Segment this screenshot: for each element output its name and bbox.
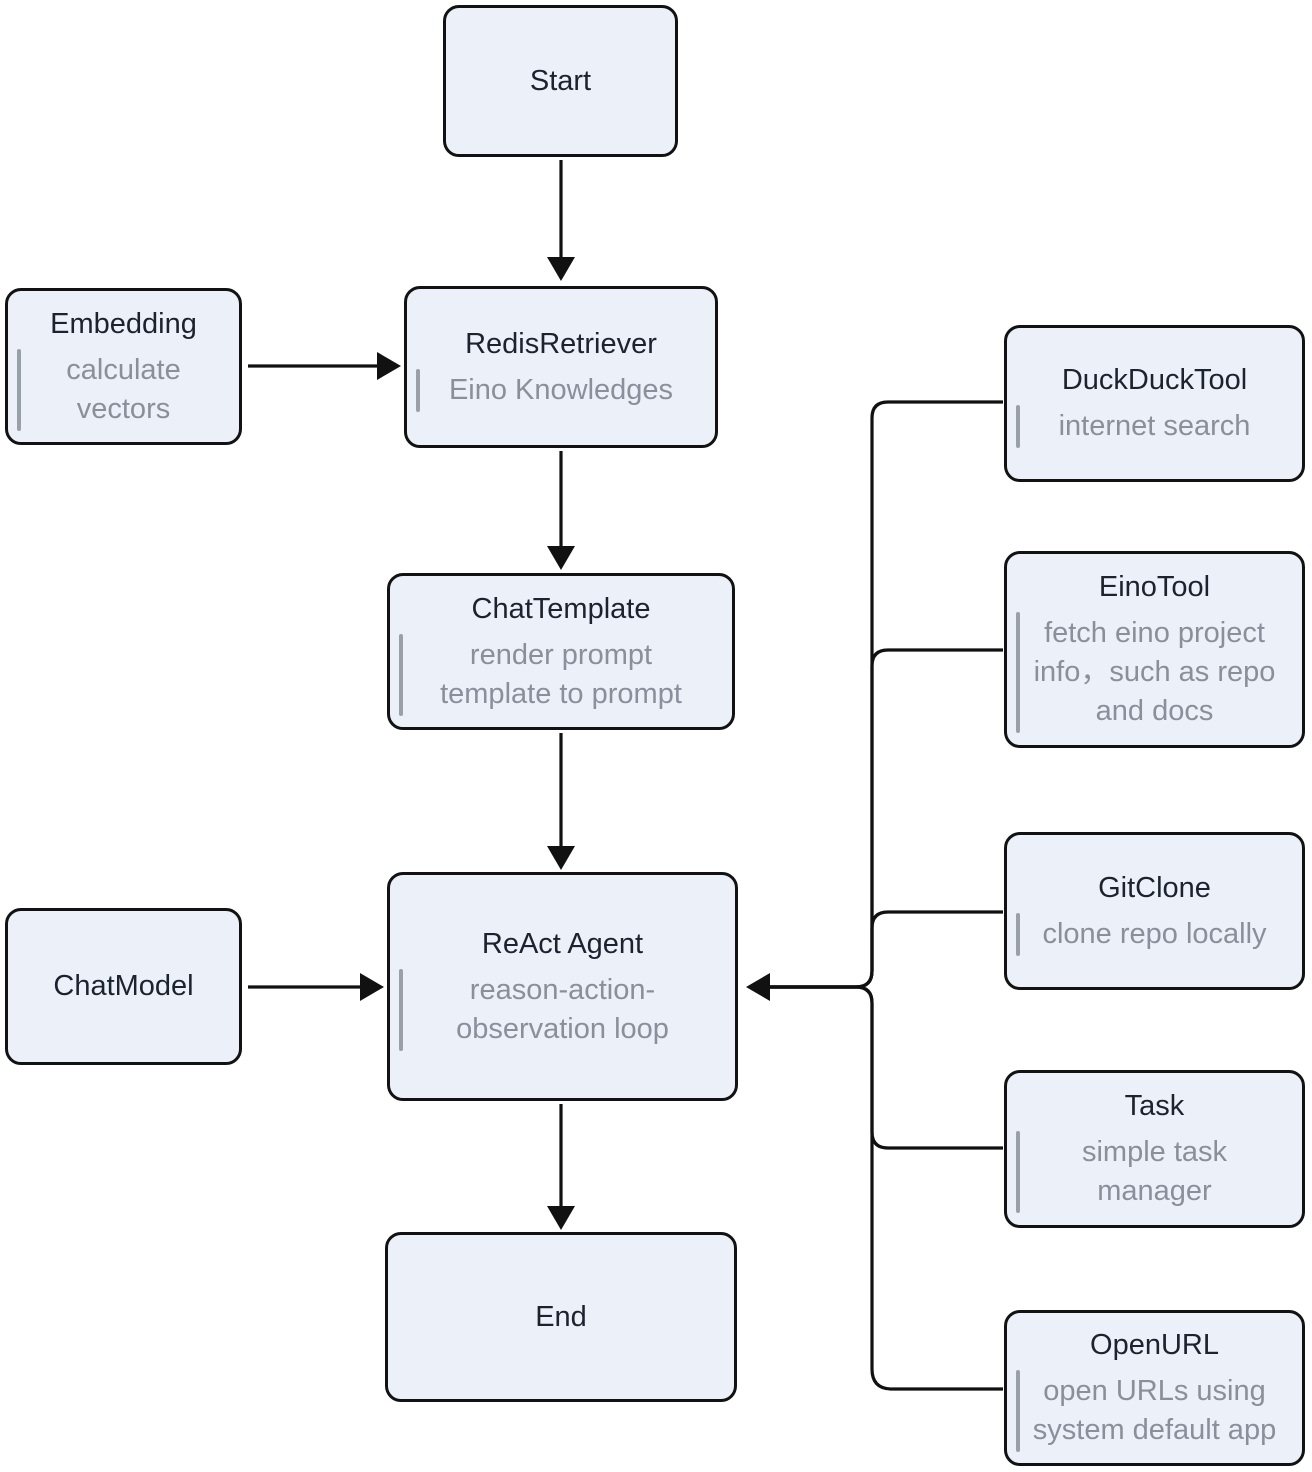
node-subtitle: simple task manager — [1081, 1136, 1228, 1207]
node-subtitle: calculate vectors — [66, 353, 181, 425]
node-title: Task — [1124, 1090, 1185, 1122]
subtitle-marker — [1016, 612, 1020, 733]
subtitle-marker — [416, 368, 420, 412]
subtitle-marker — [17, 348, 21, 431]
edge-openurl-reactagent — [770, 985, 1003, 1391]
node-title: OpenURL — [1090, 1329, 1219, 1361]
node-subtitle: Eino Knowledges — [448, 373, 674, 406]
subtitle-marker — [1016, 1370, 1020, 1452]
node-embedding: Embedding calculate vectors — [5, 288, 242, 445]
subtitle-marker — [1016, 405, 1020, 448]
node-title: ReAct Agent — [481, 927, 644, 960]
node-reactagent: ReAct Agent reason-action- observation l… — [387, 872, 738, 1101]
node-einotool: EinoTool fetch eino project info，such as… — [1004, 551, 1305, 748]
node-title: ChatTemplate — [471, 592, 651, 625]
edge-einotool-reactagent — [770, 648, 1003, 989]
node-title: DuckDuckTool — [1061, 364, 1248, 396]
arrowhead-chatmodel-reactagent — [360, 973, 384, 1001]
node-gitclone: GitClone clone repo locally — [1004, 832, 1305, 990]
node-title: ChatModel — [53, 970, 194, 1002]
arrowhead-chattemplate-reactagent — [547, 846, 575, 870]
subtitle-marker — [399, 968, 403, 1051]
node-subtitle: reason-action- observation loop — [456, 973, 669, 1045]
node-subtitle: fetch eino project info，such as repo and… — [1033, 617, 1276, 727]
node-task: Task simple task manager — [1004, 1070, 1305, 1228]
edge-task-reactagent — [770, 985, 1003, 1150]
node-title: Start — [529, 64, 592, 97]
node-subtitle: internet search — [1058, 410, 1251, 442]
node-title: End — [535, 1300, 587, 1333]
node-subtitle: open URLs using system default app — [1032, 1375, 1277, 1446]
arrowhead-embedding-redisretriever — [377, 352, 401, 380]
arrowhead-tools-reactagent — [746, 973, 770, 1001]
subtitle-marker — [399, 633, 403, 716]
node-title: EinoTool — [1098, 571, 1211, 603]
node-openurl: OpenURL open URLs using system default a… — [1004, 1310, 1305, 1466]
subtitle-marker — [1016, 1131, 1020, 1213]
arrowhead-redisretriever-chattemplate — [547, 546, 575, 570]
node-chattemplate: ChatTemplate render prompt template to p… — [387, 573, 735, 730]
node-title: Embedding — [50, 307, 197, 340]
node-duckducktool: DuckDuckTool internet search — [1004, 325, 1305, 482]
node-end: End — [385, 1232, 737, 1402]
node-subtitle: render prompt template to prompt — [440, 638, 682, 710]
node-start: Start — [443, 5, 678, 157]
node-title: RedisRetriever — [465, 327, 657, 360]
node-redisretriever: RedisRetriever Eino Knowledges — [404, 286, 718, 448]
subtitle-marker — [1016, 912, 1020, 956]
node-subtitle: clone repo locally — [1042, 917, 1267, 950]
arrowhead-reactagent-end — [547, 1206, 575, 1230]
node-title: GitClone — [1098, 871, 1211, 904]
edge-duckducktool-reactagent — [770, 400, 1003, 989]
node-chatmodel: ChatModel — [5, 908, 242, 1065]
arrowhead-start-redisretriever — [547, 257, 575, 281]
edge-gitclone-reactagent — [770, 910, 1003, 989]
